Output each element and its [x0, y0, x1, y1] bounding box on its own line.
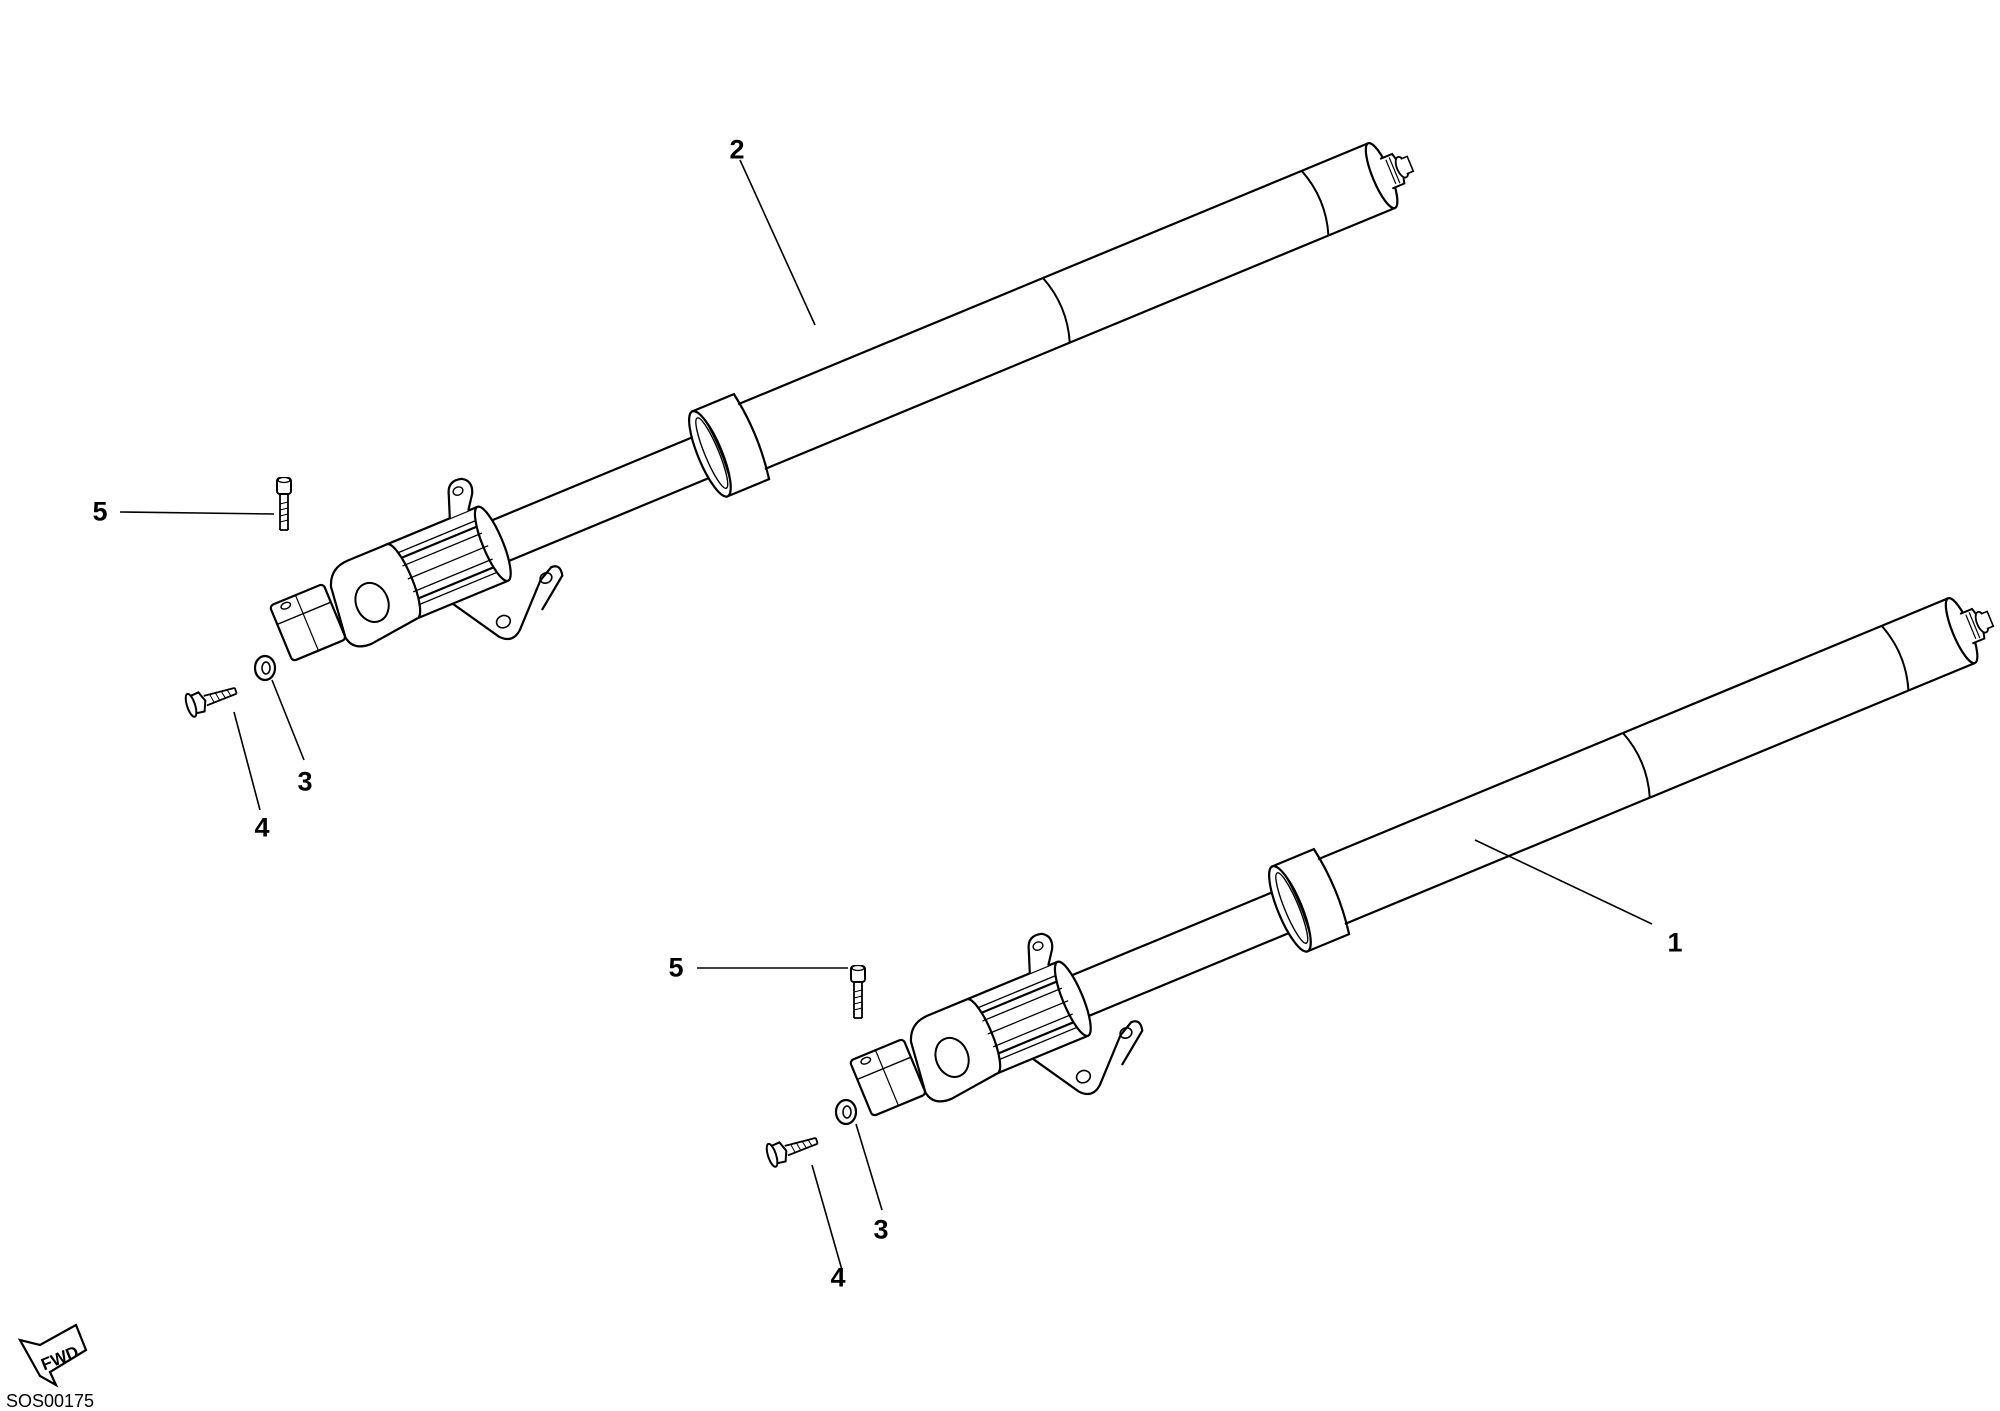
fork-leg-2 — [251, 95, 1448, 721]
callout-washer-3-lower: 3 — [873, 1214, 889, 1245]
callout-bolt-4-lower: 4 — [830, 1262, 846, 1293]
callout-bolt-4-upper: 4 — [254, 812, 270, 843]
callout-fork-1: 1 — [1667, 927, 1683, 958]
leader-3-lower — [855, 1123, 883, 1211]
fwd-direction-icon: FWD — [17, 1323, 88, 1388]
leader-4-lower — [811, 1164, 843, 1271]
leader-5-upper — [119, 511, 275, 515]
leader-2 — [739, 159, 816, 326]
cap-screw-5-lower — [850, 964, 866, 1019]
hex-bolt-4-upper — [182, 678, 241, 719]
leader-4-upper — [233, 711, 261, 811]
hex-bolt-4-lower — [763, 1128, 822, 1169]
upper-fork-assembly — [182, 95, 1448, 721]
callout-washer-3-upper: 3 — [297, 766, 313, 797]
fork-leg-1 — [831, 550, 2000, 1176]
leader-1 — [1474, 839, 1653, 925]
washer-3-upper — [253, 654, 277, 682]
callout-screw-5-lower: 5 — [668, 952, 684, 983]
lower-fork-assembly — [763, 550, 2000, 1176]
drawing-code: SOS00175 — [6, 1391, 95, 1411]
leader-lines — [119, 159, 1653, 1271]
callout-fork-2: 2 — [729, 134, 745, 165]
cap-screw-5-upper — [276, 476, 292, 531]
callout-screw-5-upper: 5 — [92, 496, 108, 527]
washer-3-lower — [834, 1098, 858, 1126]
leader-3-upper — [271, 679, 305, 761]
